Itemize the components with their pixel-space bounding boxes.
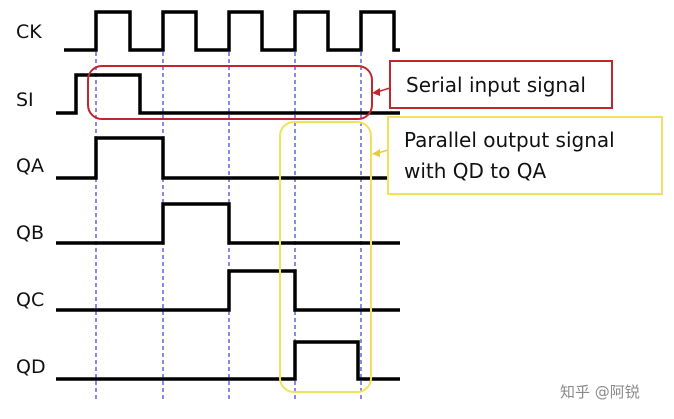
waveform-qd	[56, 340, 400, 381]
signal-label-qd: QD	[16, 356, 46, 378]
serial-input-highlight	[87, 65, 373, 120]
waveform-qc	[56, 269, 400, 312]
parallel-callout-line-1: Parallel output signal	[404, 128, 615, 152]
waveform-ck	[64, 10, 400, 52]
parallel-callout-line-2: with QD to QA	[404, 159, 546, 183]
signal-label-qa: QA	[16, 155, 44, 177]
parallel-callout-box	[387, 116, 663, 195]
signal-label-ck: CK	[16, 21, 42, 43]
waveform-si	[56, 73, 400, 115]
waveform-qb	[56, 202, 400, 245]
watermark-text: 知乎 @阿锐	[560, 383, 640, 401]
parallel-callout-arrowhead	[372, 149, 380, 157]
serial-callout-text: Serial input signal	[406, 73, 586, 97]
serial-callout-arrowhead	[372, 88, 380, 96]
serial-callout-box	[389, 60, 613, 109]
signal-label-si: SI	[16, 89, 34, 111]
parallel-output-highlight	[279, 121, 372, 393]
waveform-qa	[56, 136, 400, 180]
signal-label-qc: QC	[16, 289, 44, 311]
signal-label-qb: QB	[16, 222, 44, 244]
